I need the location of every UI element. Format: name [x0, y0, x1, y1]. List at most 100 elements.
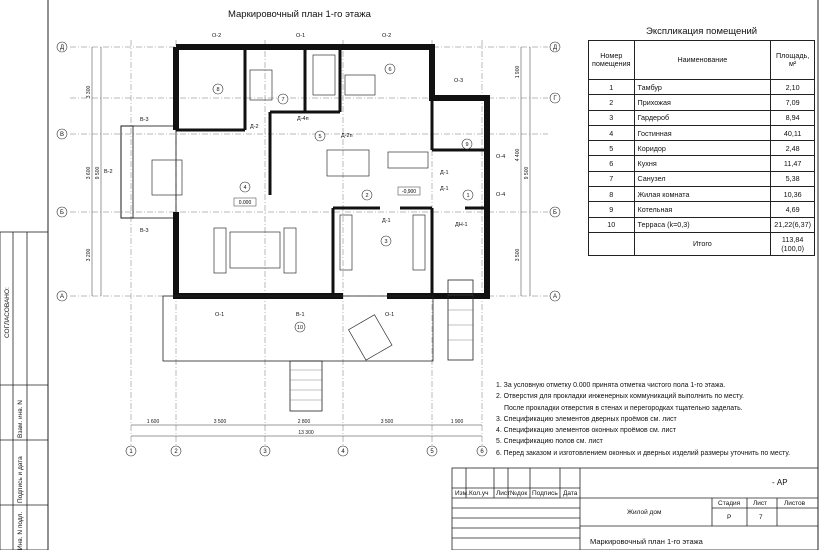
- cell-num: 8: [588, 186, 635, 203]
- cell-num: 5: [588, 140, 635, 157]
- note-6: 6. Перед заказом и изготовлением оконных…: [496, 449, 791, 457]
- header-area: Площадь, м²: [770, 40, 815, 80]
- drawing-title: Маркировочный план 1-го этажа: [228, 9, 371, 20]
- level-minus: -0,900: [402, 189, 416, 195]
- mark-d1-a: Д-1: [440, 186, 449, 192]
- dim-bottom-5: 1 900: [451, 419, 464, 425]
- side-agreed: СОГЛАСОВАНО:: [4, 287, 11, 338]
- axis-label-3: 3: [263, 449, 267, 455]
- axis-label-b: Б: [60, 210, 64, 216]
- cell-area: 2,10: [770, 78, 815, 96]
- cell-num: 1: [588, 78, 635, 96]
- cell-name: Жилая комната: [633, 186, 772, 203]
- dim-right-1: 1 900: [515, 66, 521, 79]
- stamp-sheets-label: Листов: [784, 500, 806, 507]
- mark-d2: Д-2: [250, 124, 259, 130]
- axis-label-d: Д: [60, 45, 64, 51]
- stamp-col-ndoc: №док: [510, 490, 528, 497]
- cell-num: 4: [588, 124, 635, 142]
- note-2b: После прокладки отверстия в стенах и пер…: [504, 404, 743, 412]
- room-num-4: 4: [243, 185, 246, 191]
- mark-v2: В-2: [104, 169, 113, 175]
- mark-v3-top: В-3: [140, 117, 149, 123]
- dim-bottom-1: 1 600: [147, 419, 160, 425]
- cell-area: 7,09: [770, 94, 815, 111]
- note-2: 2. Отверстия для прокладки инженерных ко…: [496, 393, 744, 401]
- stamp-sheet: 7: [759, 514, 763, 521]
- room-num-2: 2: [365, 193, 368, 199]
- note-5: 5. Спецификацию полов см. лист: [496, 438, 603, 446]
- mark-o1-top: О-1: [296, 33, 305, 39]
- mark-o3: О-3: [454, 78, 463, 84]
- stamp-sheet-title: Маркировочный план 1-го этажа: [590, 537, 703, 546]
- explication-table: Номер помещения Наименование Площадь, м²…: [588, 40, 815, 256]
- stamp-col-date: Дата: [563, 490, 578, 497]
- stamp-col-sign: Подпись: [532, 490, 558, 497]
- cell-area: 11,47: [770, 155, 815, 172]
- cell-area: 4,69: [770, 201, 815, 218]
- room-num-6: 6: [388, 67, 391, 73]
- stamp-sheet-label: Лист: [753, 500, 768, 507]
- cell-name: Прихожая: [633, 94, 772, 111]
- dim-left-3: 3 200: [86, 249, 92, 262]
- axis-label-d-right: Д: [553, 45, 557, 51]
- axis-label-v: В: [60, 132, 64, 138]
- cell-area: 2,48: [770, 140, 815, 157]
- room-num-5: 5: [318, 134, 321, 140]
- cell-area: 21,22(6,37): [770, 216, 815, 233]
- dim-right-3: 3 500: [515, 249, 521, 262]
- room-num-9: 9: [465, 142, 468, 148]
- stamp-col-izm: Изм.: [455, 490, 469, 497]
- dim-bottom-total: 13 300: [298, 430, 314, 436]
- cell-num: 6: [588, 155, 635, 172]
- header-num: Номер помещения: [588, 40, 635, 80]
- axis-label-1: 1: [129, 449, 133, 455]
- total-area: 113,84 (100,0): [770, 231, 815, 256]
- cell-name: Санузел: [633, 170, 772, 188]
- dim-bottom-3: 2 800: [298, 419, 311, 425]
- mark-d1-c: Д-1: [382, 218, 391, 224]
- cell-name: Гардероб: [633, 109, 772, 126]
- cell-name: Котельная: [633, 201, 772, 218]
- level-0: 0.000: [239, 200, 252, 206]
- dim-left-total: 9 500: [95, 167, 101, 180]
- dim-left-1: 3 300: [86, 86, 92, 99]
- cell-name: Тамбур: [633, 78, 772, 96]
- cell-name: Коридор: [633, 140, 772, 157]
- dim-left-2: 3 600: [86, 167, 92, 180]
- side-inv-orig: Инв. N подл.: [17, 511, 24, 550]
- mark-o1-bl: О-1: [215, 312, 224, 318]
- cell-name: Гостинная: [633, 124, 772, 142]
- stamp-col-list: Лист: [496, 490, 511, 497]
- cell-num: 9: [588, 201, 635, 218]
- room-num-8: 8: [216, 87, 219, 93]
- total-label: Итого: [633, 231, 772, 256]
- axis-label-6: 6: [480, 449, 484, 455]
- explication-title: Экспликация помещений: [646, 26, 758, 37]
- side-replace-inv: Взам. инв. N: [17, 400, 24, 438]
- axis-label-5: 5: [430, 449, 434, 455]
- side-sign-date: Подпись и дата: [17, 456, 24, 503]
- axis-label-a: А: [60, 294, 64, 300]
- room-num-7: 7: [281, 97, 284, 103]
- note-1: 1. За условную отметку 0.000 принята отм…: [496, 382, 726, 389]
- dim-right-total: 9 500: [524, 167, 530, 180]
- note-3: 3. Спецификацию элементов дверных проёмо…: [496, 415, 677, 423]
- axis-label-g: Г: [553, 96, 557, 102]
- mark-d2p: Д-2п: [341, 133, 353, 139]
- dim-right-2: 4 400: [515, 149, 521, 162]
- axis-label-b-right: Б: [553, 210, 557, 216]
- cell-area: 5,38: [770, 170, 815, 188]
- stamp-stage: Р: [727, 514, 732, 521]
- mark-d4p: Д-4п: [297, 116, 309, 122]
- stamp-project: Жилой дом: [627, 509, 662, 516]
- total-row: Итого 113,84 (100,0): [588, 231, 815, 256]
